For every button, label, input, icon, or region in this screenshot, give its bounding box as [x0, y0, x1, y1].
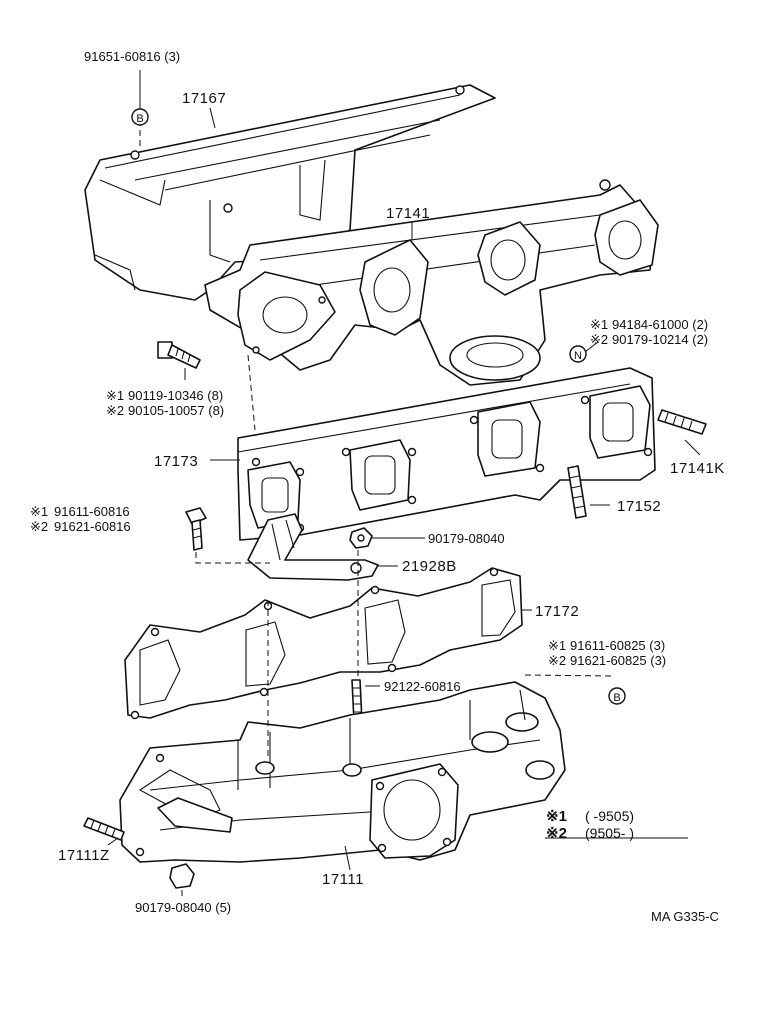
- label-17141K: 17141K: [670, 460, 725, 477]
- bracket-21928B: [247, 513, 379, 581]
- gasket-17172: [124, 567, 523, 720]
- label-17152: 17152: [617, 498, 661, 515]
- star1-mark-94184: ※1: [590, 317, 608, 332]
- leader-lines: [107, 70, 701, 896]
- svg-text:B: B: [136, 113, 143, 125]
- label-17173: 17173: [154, 453, 198, 470]
- stud-17141K: [657, 409, 707, 435]
- heat-insulator-17167: [84, 84, 496, 301]
- svg-text:B: B: [613, 692, 620, 704]
- intake-manifold-17111: [119, 681, 566, 863]
- bolt-90119-10346: [157, 341, 201, 369]
- stud-17111Z: [83, 817, 125, 841]
- label-91621-60816: 91621-60816: [54, 519, 131, 534]
- star2-mark-90179-10214: ※2: [590, 332, 608, 347]
- diagram-code: MA G335-C: [651, 909, 719, 924]
- nut-90179-08040: [349, 527, 373, 549]
- bolt-91611-60816: [185, 507, 207, 551]
- label-90179-08040: 90179-08040: [428, 531, 505, 546]
- label-90119-10346: 90119-10346 (8): [128, 388, 223, 403]
- label-17167: 17167: [182, 90, 226, 107]
- ref-mark-b-right: B: [608, 687, 626, 705]
- stud-17152: [567, 465, 587, 519]
- label-21928B: 21928B: [402, 558, 457, 575]
- label-17111Z: 17111Z: [58, 847, 110, 864]
- star2-mark-91621-60816: ※2: [30, 519, 48, 534]
- gasket-17173: [237, 367, 656, 541]
- label-91621-60825: 91621-60825 (3): [570, 653, 666, 668]
- star1-mark-91611-60816: ※1: [30, 504, 48, 519]
- star1-mark-91611-60825: ※1: [548, 638, 566, 653]
- note-1-mark: ※1: [546, 808, 567, 825]
- label-91651-60816: 91651-60816 (3): [84, 49, 180, 64]
- label-91611-60816: 91611-60816: [54, 504, 130, 519]
- label-90105-10057: 90105-10057 (8): [128, 403, 224, 418]
- label-17172: 17172: [535, 603, 579, 620]
- star1-mark-90119: ※1: [106, 388, 124, 403]
- nut-90179-08040-bottom: [169, 863, 195, 889]
- label-94184-61000: 94184-61000 (2): [612, 317, 708, 332]
- svg-text:N: N: [574, 350, 582, 362]
- label-90179-10214: 90179-10214 (2): [612, 332, 708, 347]
- ref-mark-b-top: B: [131, 108, 149, 126]
- label-90179-08040-bottom: 90179-08040 (5): [135, 900, 231, 915]
- label-17111: 17111: [322, 871, 364, 888]
- note-2-mark: ※2: [546, 825, 567, 842]
- label-17141: 17141: [386, 205, 430, 222]
- label-91611-60825: 91611-60825 (3): [570, 638, 665, 653]
- note-2-text: (9505- ): [585, 825, 634, 841]
- exhaust-manifold-17141: [204, 179, 659, 386]
- star2-mark-91621-60825: ※2: [548, 653, 566, 668]
- star2-mark-90105: ※2: [106, 403, 124, 418]
- label-92122-60816: 92122-60816: [384, 679, 461, 694]
- note-1-text: ( -9505): [585, 808, 634, 824]
- ref-mark-n: N: [569, 345, 587, 363]
